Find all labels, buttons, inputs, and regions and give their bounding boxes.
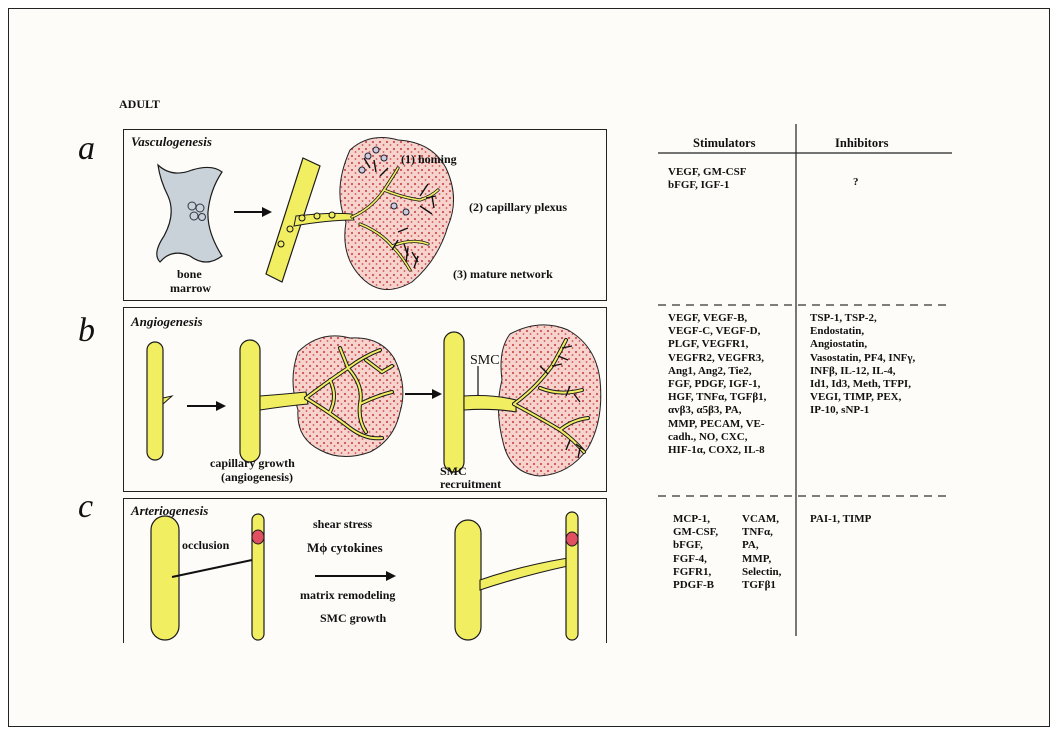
stimulators-c-col2: VCAM, TNFα, PA, MMP, Selectin, TGFβ1 xyxy=(742,513,781,592)
stimulators-c-col1: MCP-1, GM-CSF, bFGF, FGF-4, FGFR1, PDGF-… xyxy=(673,513,718,592)
inhibitors-c: PAI-1, TIMP xyxy=(810,513,871,526)
stimulators-b: VEGF, VEGF-B, VEGF-C, VEGF-D, PLGF, VEGF… xyxy=(668,312,766,457)
stimulators-header: Stimulators xyxy=(693,136,756,151)
inhibitors-a: ? xyxy=(853,176,859,189)
inhibitors-b: TSP-1, TSP-2, Endostatin, Angiostatin, V… xyxy=(810,312,915,418)
stimulators-a: VEGF, GM-CSF bFGF, IGF-1 xyxy=(668,166,746,192)
inhibitors-header: Inhibitors xyxy=(835,136,889,151)
